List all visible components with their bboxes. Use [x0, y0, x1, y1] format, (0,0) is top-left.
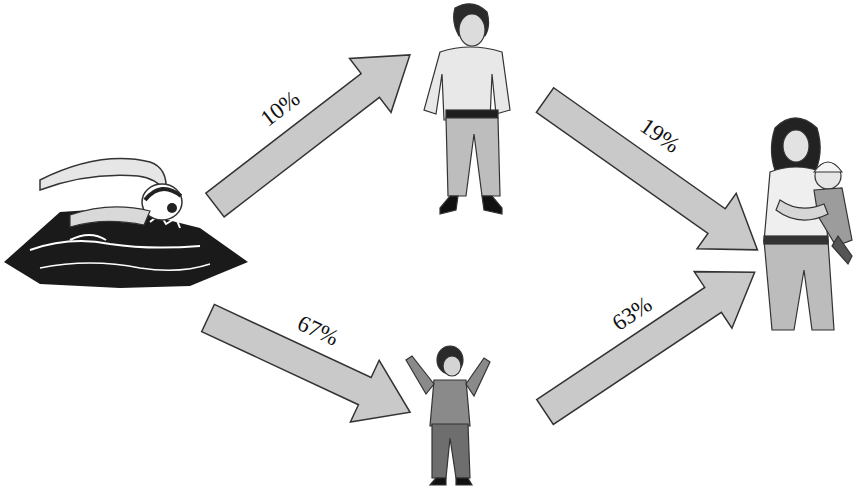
block-arrow: [526, 244, 773, 440]
block-arrow: [194, 28, 430, 232]
percentage-label: 67%: [294, 311, 342, 350]
mother-and-baby-figure: [764, 118, 852, 330]
man-figure: [424, 4, 510, 214]
swimmer-figure: [4, 159, 248, 288]
child-figure: [406, 346, 490, 485]
block-arrow: [525, 72, 777, 277]
block-arrow: [194, 287, 425, 443]
